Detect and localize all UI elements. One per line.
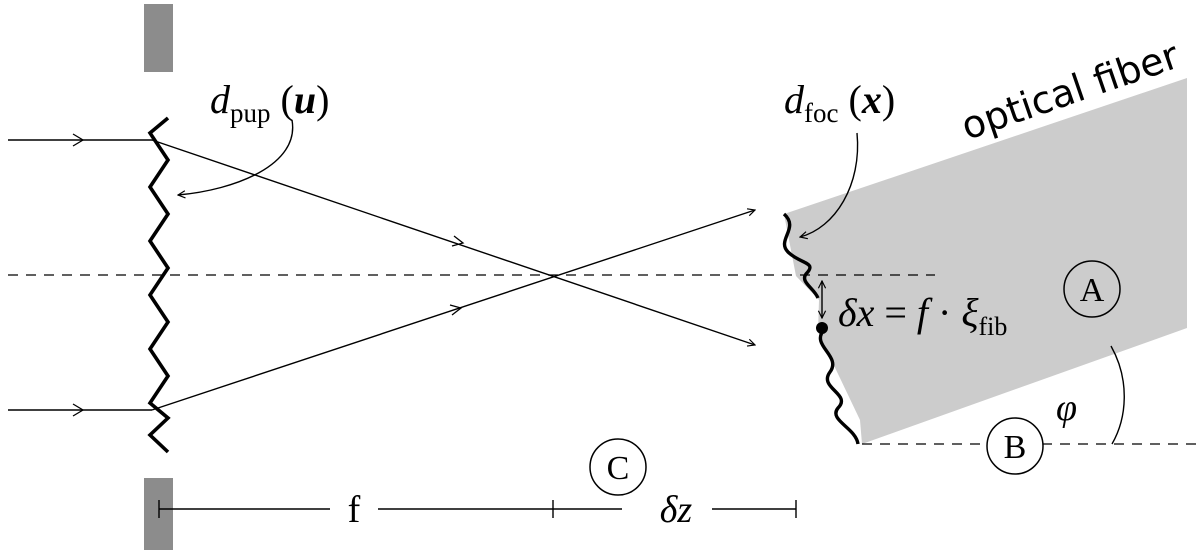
ray-direction-arrow [72,133,85,147]
focal-phase-surface-upper [782,212,820,299]
pupil-aberration-label: dpup(u) [210,77,329,128]
ray-direction-arrow [72,403,85,417]
marker-b-label: B [1004,429,1027,466]
aperture-stop-top [144,4,173,72]
focal-label-leader [800,132,859,237]
converging-ray-top [151,139,755,345]
ray-direction-arrow [451,235,465,247]
converging-ray-bottom [151,210,755,411]
offset-equation-label: δx = f · ξfib [838,290,1007,341]
fiber-core-point [816,322,828,334]
focal-aberration-label: dfoc(x) [784,77,895,128]
angle-arc [1110,345,1125,445]
pupil-label-leader [178,119,294,195]
marker-a-circle [1063,260,1121,318]
marker-b-circle [986,417,1044,475]
pupil-phase-screen [147,116,171,454]
marker-c-label: C [607,450,630,487]
marker-c-circle [589,438,647,496]
ray-direction-arrow [449,304,463,316]
angle-label: φ [1056,387,1077,429]
focal-length-label: f [348,489,361,531]
defocus-label: δz [660,489,693,531]
focal-phase-surface-lower [818,328,860,445]
marker-a-label: A [1080,272,1105,309]
optical-fiber-body [784,78,1187,444]
